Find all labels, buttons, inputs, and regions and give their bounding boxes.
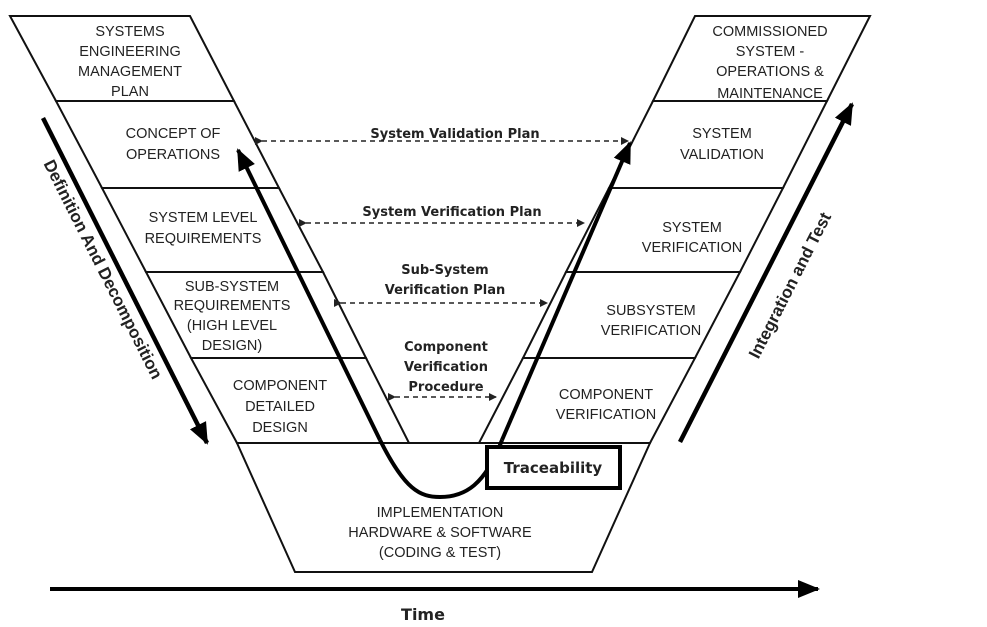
left-box-2-line: SYSTEM LEVEL	[149, 210, 258, 226]
implementation-line: IMPLEMENTATION	[377, 505, 504, 521]
left-box-3-line: SUB-SYSTEM	[185, 279, 279, 295]
plan-2-line: Verification Plan	[385, 283, 506, 298]
time-label: Time	[401, 605, 445, 624]
right-box-0-line: MAINTENANCE	[717, 86, 823, 102]
left-box-1-line: OPERATIONS	[126, 147, 220, 163]
left-box-2-line: REQUIREMENTS	[145, 231, 262, 247]
right-box-1-line: VALIDATION	[680, 147, 764, 163]
plan-1-line: System Verification Plan	[362, 205, 541, 220]
left-box-0-line: ENGINEERING	[79, 44, 181, 60]
right-box-3-line: VERIFICATION	[601, 323, 701, 339]
left-box-0-line: MANAGEMENT	[78, 64, 182, 80]
left-box-4-line: COMPONENT	[233, 378, 327, 394]
left-box-0-line: PLAN	[111, 84, 149, 100]
right-box-0-line: COMMISSIONED	[712, 24, 827, 40]
right-box-0-line: OPERATIONS &	[716, 64, 824, 80]
left-box-3-line: (HIGH LEVEL	[187, 318, 277, 334]
left-box-3-line: REQUIREMENTS	[174, 298, 291, 314]
right-box-3-line: SUBSYSTEM	[606, 303, 695, 319]
traceability-box: Traceability	[485, 445, 622, 490]
right-box-2-line: VERIFICATION	[642, 240, 742, 256]
left-box-0-line: SYSTEMS	[95, 24, 164, 40]
plan-3-line: Component	[404, 340, 488, 355]
traceability-label: Traceability	[504, 459, 603, 477]
right-box-1-line: SYSTEM	[692, 126, 752, 142]
right-box-2-line: SYSTEM	[662, 220, 722, 236]
implementation-line: (CODING & TEST)	[379, 545, 501, 561]
definition-arrow	[40, 116, 210, 445]
right-column	[477, 15, 872, 444]
plan-3-line: Procedure	[408, 380, 483, 395]
left-box-4-line: DETAILED	[245, 399, 315, 415]
integration-arrow	[677, 102, 855, 444]
left-curve-arrow	[236, 148, 382, 441]
right-curve-arrow	[500, 141, 632, 441]
implementation-line: HARDWARE & SOFTWARE	[348, 525, 532, 541]
plan-2-line: Sub-System	[401, 263, 488, 278]
box-system-validation	[607, 100, 829, 189]
left-box-1-line: CONCEPT OF	[126, 126, 221, 142]
left-box-3-line: DESIGN)	[202, 338, 262, 354]
plan-0-line: System Validation Plan	[370, 127, 539, 142]
plan-3-line: Verification	[404, 360, 488, 375]
box-concept-of-operations	[54, 100, 281, 189]
right-box-4-line: COMPONENT	[559, 387, 653, 403]
right-box-0-line: SYSTEM -	[736, 44, 805, 60]
left-box-4-line: DESIGN	[252, 420, 308, 436]
right-box-4-line: VERIFICATION	[556, 407, 656, 423]
